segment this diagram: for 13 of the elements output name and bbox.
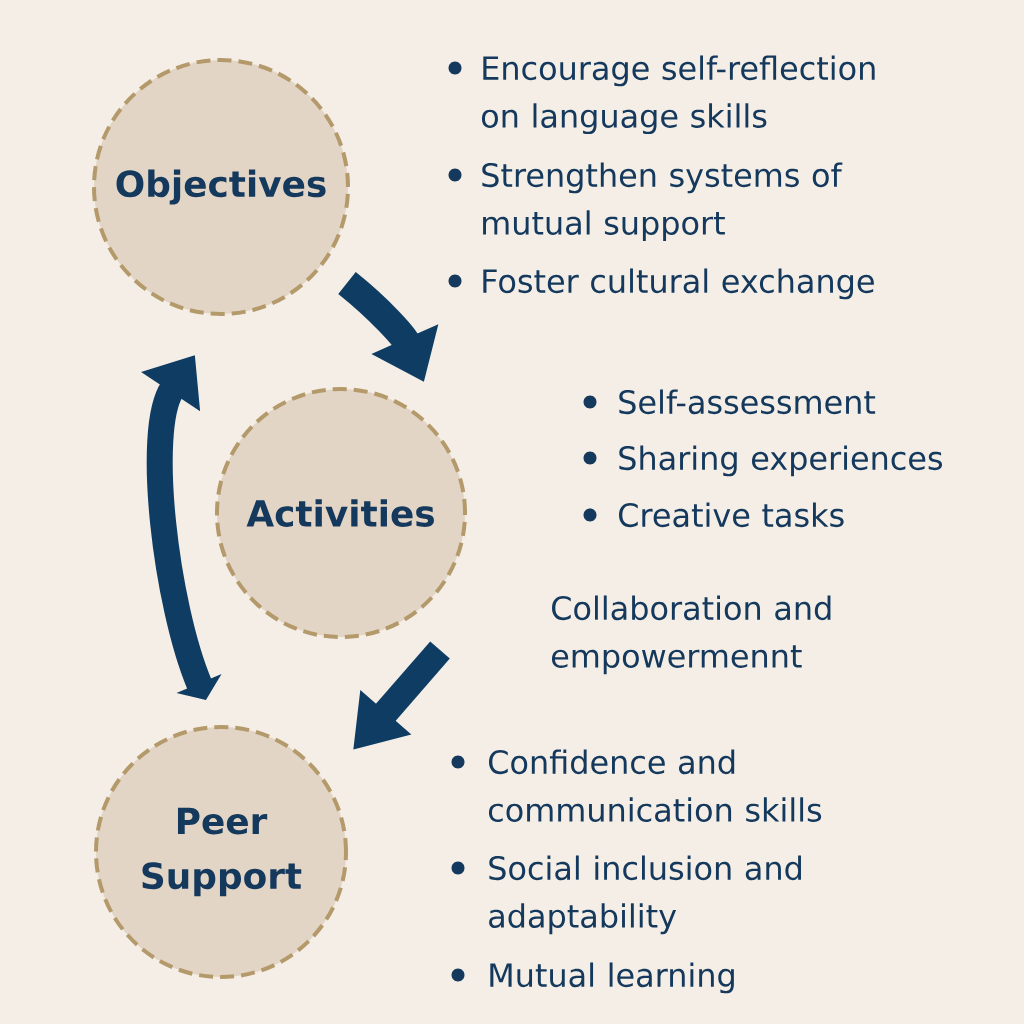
- list-item: Mutual learning: [490, 962, 734, 994]
- list-item: Strengthen systems of mutual support: [482, 162, 843, 242]
- list-item: Confidence and communication skills: [488, 749, 822, 822]
- circle-node: Peer Support: [94, 725, 348, 979]
- list-item: Self-assessment: [619, 389, 876, 415]
- list-item: Social inclusion and adaptability: [489, 855, 801, 935]
- list-item: Encourage self-reflection on language skills: [481, 55, 875, 135]
- circle-node: Objectives: [92, 58, 350, 316]
- list-item: Foster cultural exchange: [483, 268, 874, 300]
- list-item: Sharing experiences: [619, 445, 942, 477]
- circle-node: Activities: [215, 387, 467, 639]
- list-item: Creative tasks: [619, 502, 844, 528]
- annotation: Collaboration and empowermennt: [551, 595, 831, 675]
